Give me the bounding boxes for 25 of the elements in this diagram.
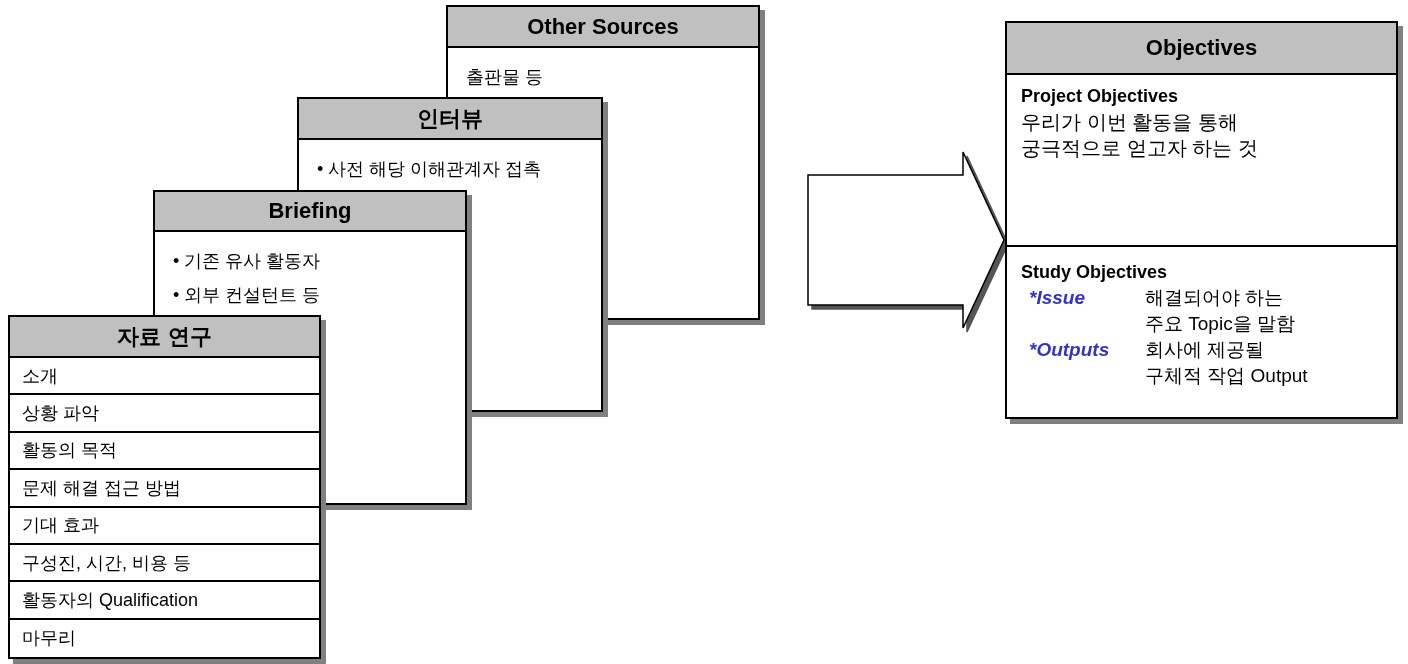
card-header: Briefing bbox=[155, 192, 465, 232]
list-row: 활동의 목적 bbox=[10, 432, 319, 471]
section-heading: Study Objectives bbox=[1021, 261, 1169, 284]
bullet-item: 출판물 등 bbox=[465, 66, 544, 89]
list-row: 소개 bbox=[10, 358, 319, 396]
bullet-item: • 외부 컨설턴트 등 bbox=[172, 284, 322, 307]
bullet-item: • 사전 해당 이해관계자 접촉 bbox=[316, 158, 543, 181]
list-row: 활동자의 Qualification bbox=[10, 582, 319, 620]
card-header: 인터뷰 bbox=[299, 99, 601, 140]
list-row: 구성진, 시간, 비용 등 bbox=[10, 544, 319, 583]
card-header: 자료 연구 bbox=[10, 317, 319, 358]
block-arrow bbox=[807, 151, 1005, 329]
term-label: *Outputs bbox=[1028, 338, 1111, 362]
section-text: 우리가 이번 활동을 통해 궁극적으로 얻고자 하는 것 bbox=[1021, 110, 1259, 161]
card-header: Objectives bbox=[1007, 23, 1396, 75]
term-definition: 회사에 제공될 구체적 작업 Output bbox=[1145, 338, 1309, 388]
bullet-item: • 기존 유사 활동자 bbox=[172, 250, 322, 273]
list-row: 문제 해결 접근 방법 bbox=[10, 470, 319, 508]
term-definition: 해결되어야 하는 주요 Topic을 말함 bbox=[1145, 286, 1296, 336]
card-header: Other Sources bbox=[448, 7, 758, 48]
list-row: 상황 파악 bbox=[10, 395, 319, 433]
section-heading: Project Objectives bbox=[1021, 85, 1180, 108]
term-label: *Issue bbox=[1028, 286, 1086, 310]
list-row-text: 마무리 bbox=[21, 627, 77, 651]
list-row: 기대 효과 bbox=[10, 507, 319, 545]
